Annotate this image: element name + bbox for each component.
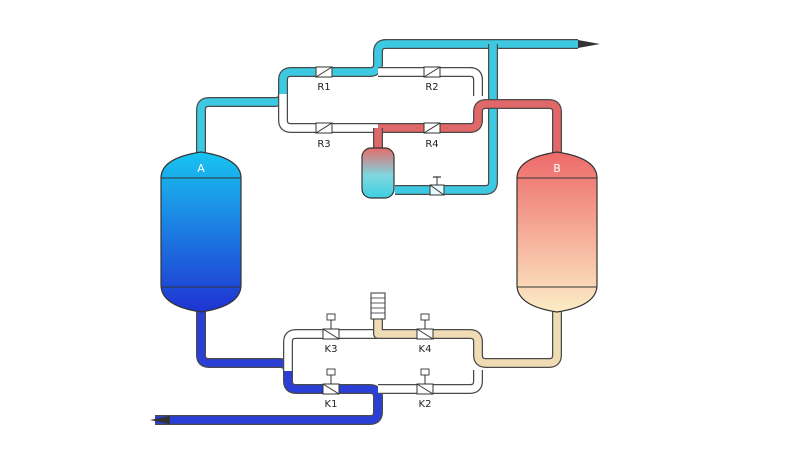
valve-k1-label: K1	[325, 399, 338, 410]
valve-r3-label: R3	[317, 139, 330, 150]
valve-r3: R3	[315, 122, 333, 150]
valve-r1: R1	[315, 66, 333, 93]
valve-r2: R2	[423, 66, 441, 93]
valve-k4: K4	[416, 313, 434, 355]
valve-k4-label: K4	[419, 344, 432, 355]
pipe-white-top-manifold	[278, 67, 483, 133]
pipe-blue-tank-a-bottom	[155, 300, 383, 425]
tank-b: B	[516, 151, 598, 313]
tank-a-label: A	[197, 162, 205, 175]
outlet-arrow	[578, 40, 600, 48]
valve-k2: K2	[416, 368, 434, 410]
valve-r2-label: R2	[425, 82, 438, 93]
valve-r4: R4	[423, 122, 441, 150]
pipe-beige-tank-b-bottom	[373, 300, 562, 368]
valve-k3-label: K3	[325, 344, 338, 355]
valve-r4-label: R4	[425, 139, 438, 150]
small-vessel	[361, 147, 395, 199]
bypass-valve	[429, 176, 445, 196]
inlet-arrow	[150, 416, 170, 424]
valve-r1-label: R1	[317, 82, 330, 93]
valve-k1: K1	[322, 368, 340, 410]
pipes	[150, 39, 600, 425]
valve-k2-label: K2	[419, 399, 432, 410]
tank-b-label: B	[553, 162, 561, 175]
pipe-white-bottom-manifold	[283, 329, 483, 394]
silencer	[370, 292, 386, 320]
pipe-cyan-tank-a-to-outlet	[196, 39, 578, 162]
tank-a: A	[160, 151, 242, 313]
pipe-red-tank-b	[373, 99, 562, 162]
valve-k3: K3	[322, 313, 340, 355]
